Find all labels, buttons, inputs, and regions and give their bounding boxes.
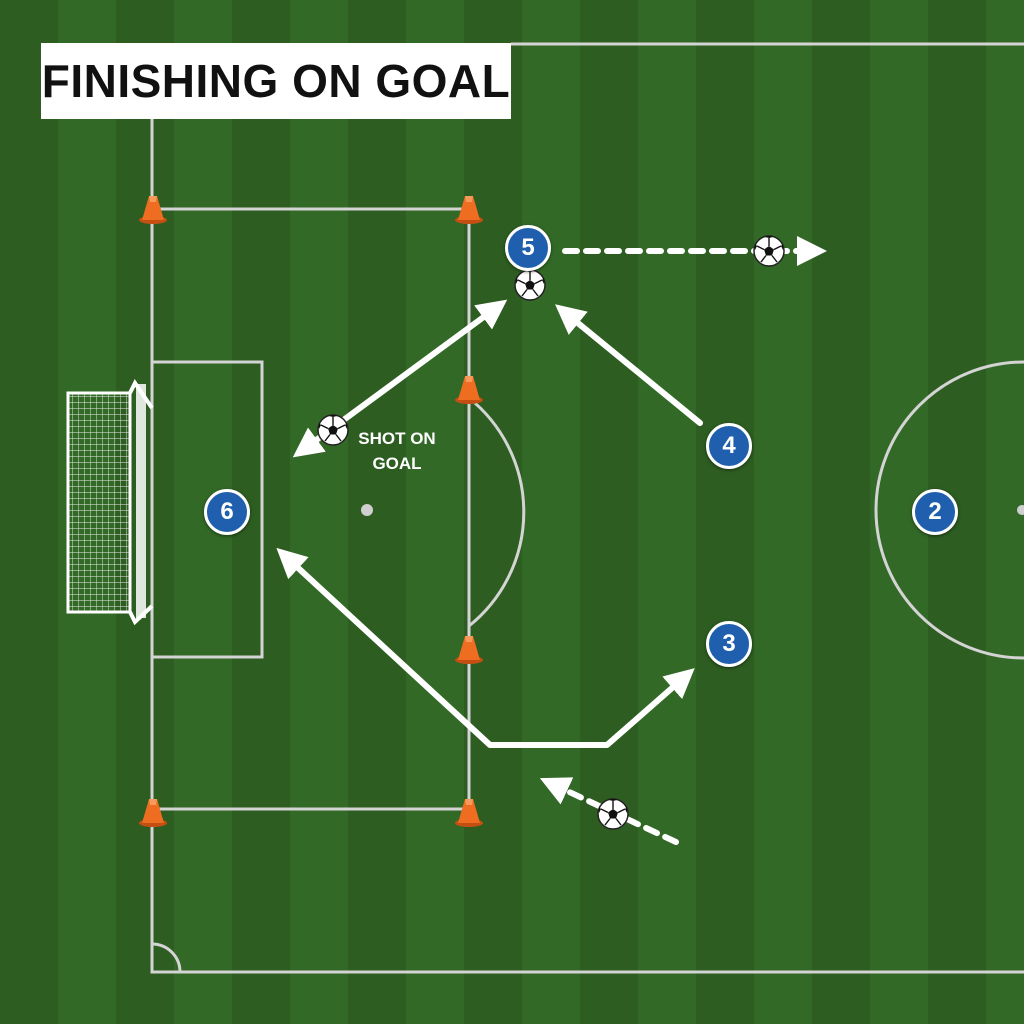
soccer-ball-icon bbox=[514, 269, 546, 301]
player-5: 5 bbox=[505, 225, 551, 271]
soccer-ball-icon bbox=[317, 414, 349, 446]
annotation-line-2: GOAL bbox=[372, 454, 422, 473]
shot-on-goal-label: SHOT ON GOAL bbox=[345, 426, 449, 476]
goal-line bbox=[150, 119, 1024, 974]
pass-arrow-4-to-5 bbox=[555, 304, 703, 426]
pitch-lines bbox=[150, 42, 1024, 974]
player-6: 6 bbox=[204, 489, 250, 535]
soccer-ball-icon bbox=[753, 235, 785, 267]
center-circle bbox=[874, 360, 1024, 660]
player-4: 4 bbox=[706, 423, 752, 469]
run-arrow bbox=[276, 547, 695, 748]
soccer-ball-icon bbox=[597, 798, 629, 830]
center-spot bbox=[1017, 505, 1024, 515]
page-title: FINISHING ON GOAL bbox=[41, 55, 511, 107]
player-2: 2 bbox=[912, 489, 958, 535]
player-3: 3 bbox=[706, 621, 752, 667]
penalty-area bbox=[152, 207, 471, 811]
title-banner: FINISHING ON GOAL bbox=[41, 43, 511, 119]
penalty-spot bbox=[361, 504, 373, 516]
goal-net-icon bbox=[66, 379, 154, 626]
corner-arc bbox=[151, 942, 182, 973]
annotation-line-1: SHOT ON bbox=[358, 429, 436, 448]
goal-area bbox=[152, 360, 264, 659]
